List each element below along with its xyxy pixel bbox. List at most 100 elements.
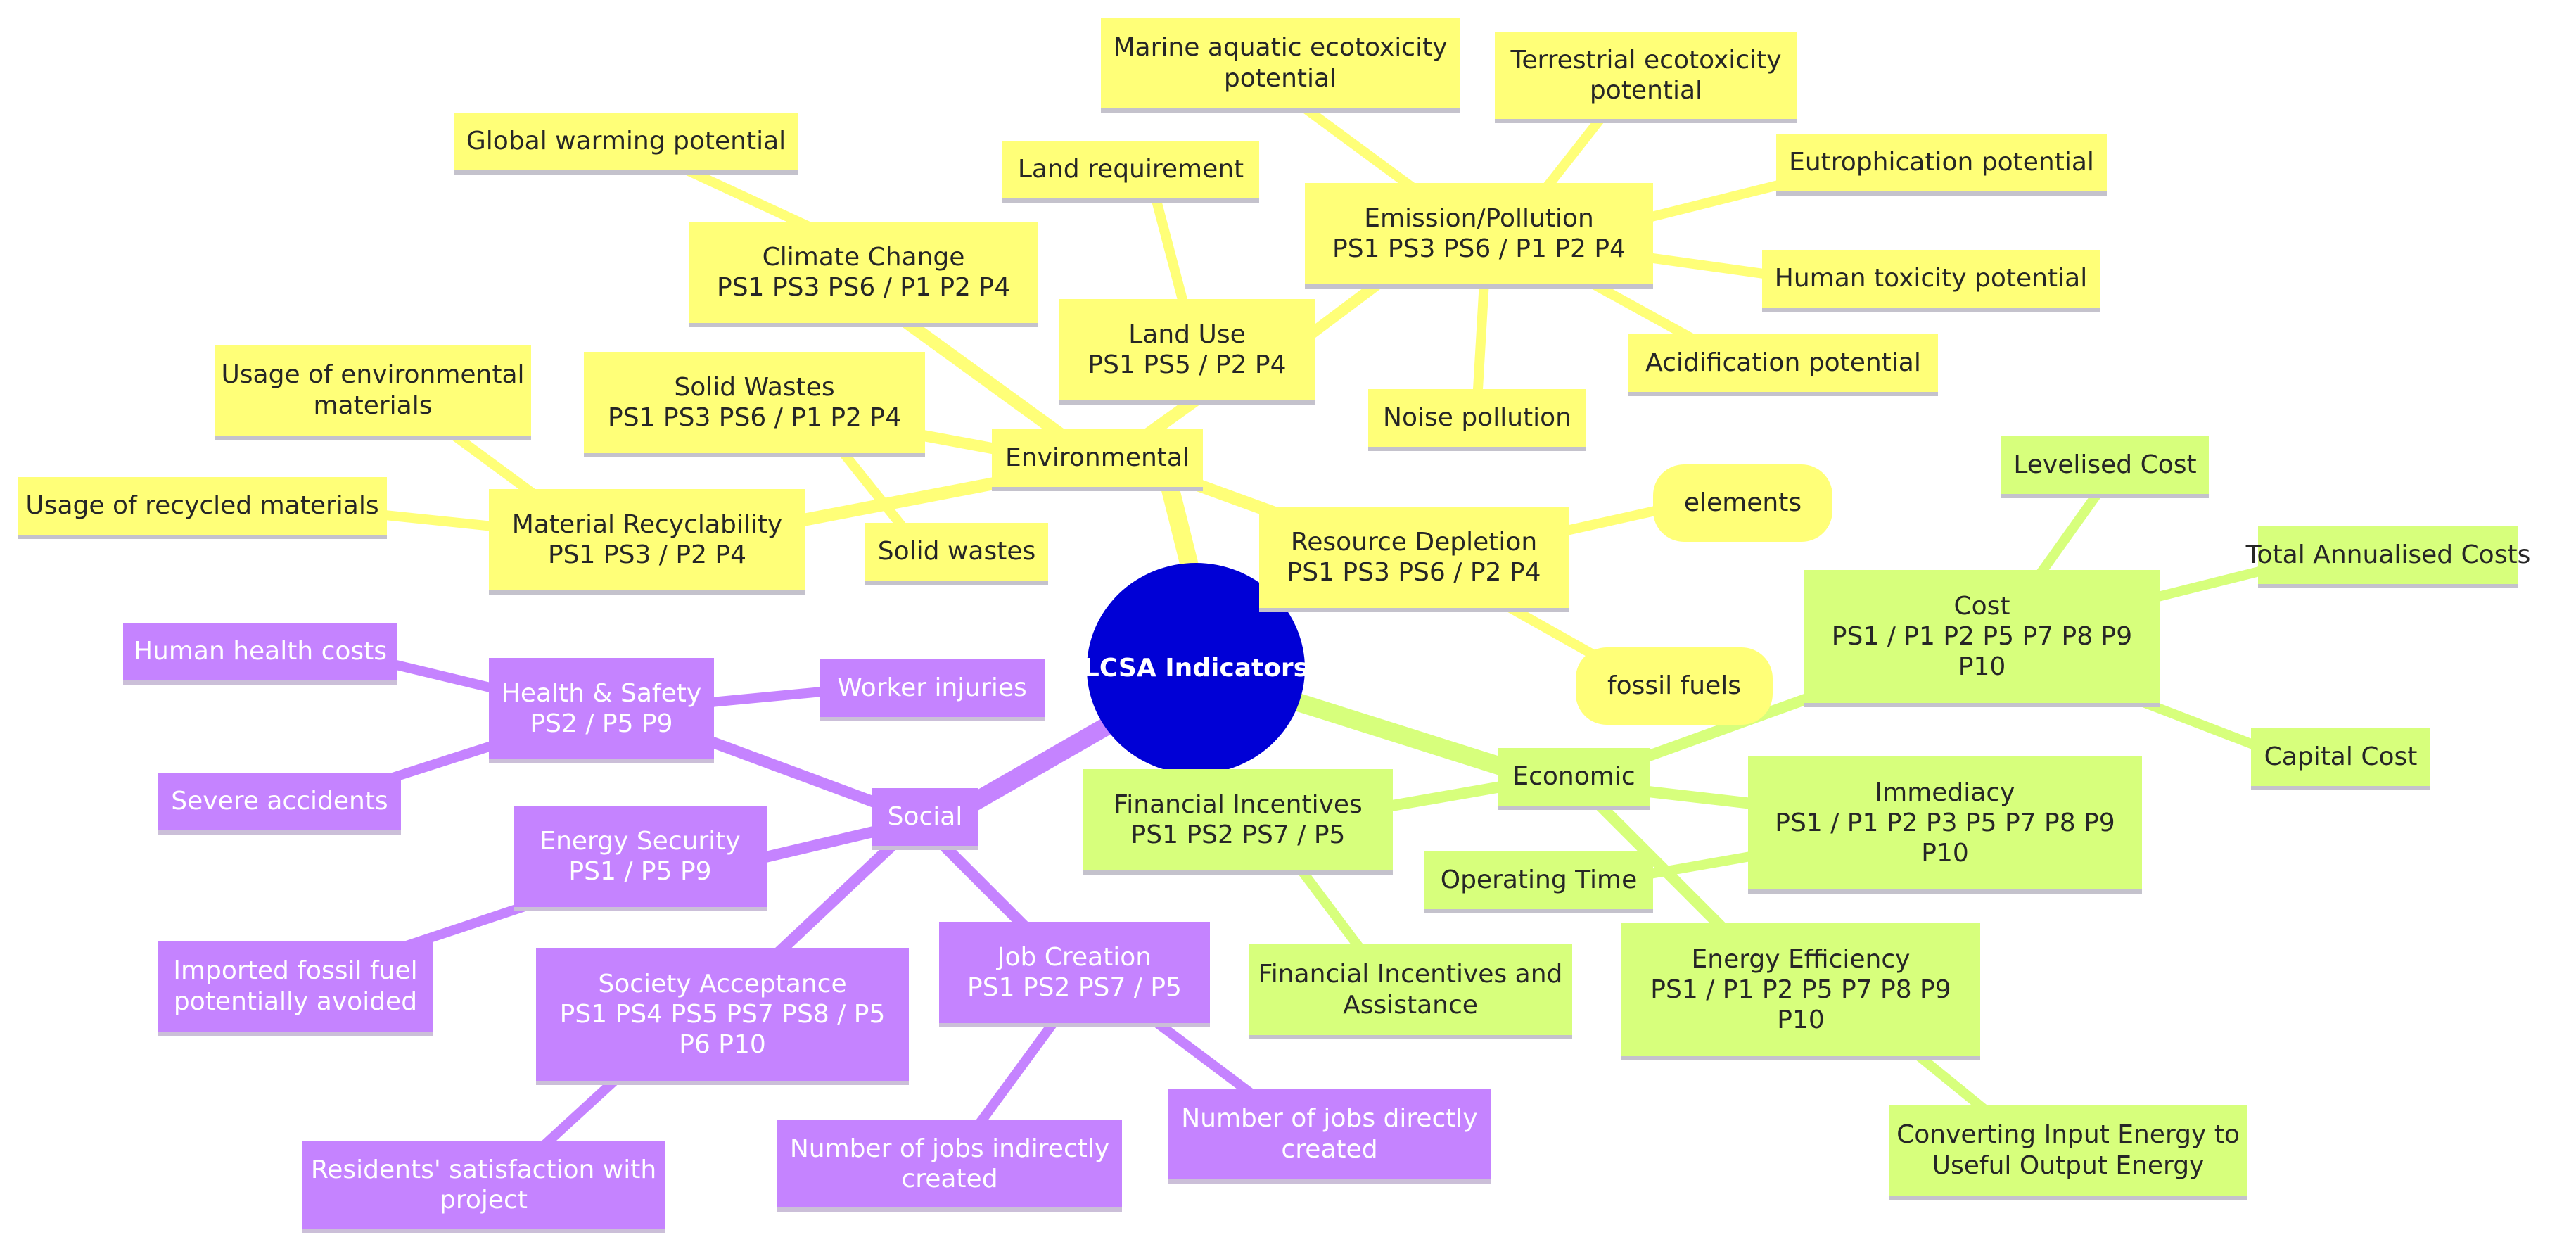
residents-line-2: project [440,1186,528,1215]
usage-recycled-leaf[interactable]: Usage of recycled materials [18,477,387,539]
environmental-node[interactable]: Environmental [992,429,1203,491]
converting-line-2: Useful Output Energy [1932,1150,2205,1180]
job-creation-codes: PS1 PS2 PS7 / P5 [967,973,1182,1002]
society-acceptance-codes-1: PS1 PS4 PS5 PS7 PS8 / P5 [559,999,886,1029]
energy-security-node[interactable]: Energy Security PS1 / P5 P9 [514,806,767,911]
job-creation-node[interactable]: Job Creation PS1 PS2 PS7 / P5 [939,922,1210,1027]
fossil-fuels-leaf[interactable]: fossil fuels [1576,647,1773,725]
terrestrial-ecotoxicity-leaf[interactable]: Terrestrial ecotoxicity potential [1495,32,1797,123]
society-acceptance-codes-2: P6 P10 [679,1030,766,1060]
society-acceptance-title: Society Acceptance [598,969,847,998]
residents-line-1: Residents' satisfaction with [310,1155,657,1184]
resource-depletion-title: Resource Depletion [1290,527,1538,557]
global-warming-leaf[interactable]: Global warming potential [454,113,798,175]
energy-security-title: Energy Security [540,826,741,856]
eutrophication-leaf[interactable]: Eutrophication potential [1776,134,2107,196]
land-requirement-leaf[interactable]: Land requirement [1002,141,1259,203]
cost-codes-1: PS1 / P1 P2 P5 P7 P8 P9 [1831,621,2133,651]
edge-jobcreation-indirect [974,1017,1059,1129]
total-annualised-label: Total Annualised Costs [2245,540,2531,570]
converting-energy-leaf[interactable]: Converting Input Energy to Useful Output… [1889,1105,2247,1200]
solid-wastes-leaf[interactable]: Solid wastes [865,523,1048,585]
material-recyclability-codes: PS1 PS3 / P2 P4 [547,540,747,569]
energy-efficiency-node[interactable]: Energy Efficiency PS1 / P1 P2 P5 P7 P8 P… [1621,923,1980,1060]
emission-pollution-node[interactable]: Emission/Pollution PS1 PS3 PS6 / P1 P2 P… [1305,183,1653,289]
health-safety-node[interactable]: Health & Safety PS2 / P5 P9 [489,658,714,763]
human-health-label: Human health costs [133,637,388,666]
resource-depletion-codes: PS1 PS3 PS6 / P2 P4 [1287,558,1541,587]
acidification-leaf[interactable]: Acidification potential [1628,334,1938,396]
land-use-codes: PS1 PS5 / P2 P4 [1088,350,1287,379]
immediacy-node[interactable]: Immediacy PS1 / P1 P2 P3 P5 P7 P8 P9 P10 [1748,756,2142,894]
environmental-label: Environmental [1005,443,1190,473]
financial-assistance-leaf[interactable]: Financial Incentives and Assistance [1249,944,1572,1039]
severe-accidents-label: Severe accidents [171,787,388,816]
usage-environmental-line-1: Usage of environmental [221,360,525,390]
human-health-costs-leaf[interactable]: Human health costs [123,623,397,685]
noise-pollution-leaf[interactable]: Noise pollution [1368,389,1586,451]
fossil-fuels-label: fossil fuels [1607,671,1742,701]
marine-line-1: Marine aquatic ecotoxicity [1113,33,1448,63]
financial-assistance-line-2: Assistance [1343,990,1478,1020]
operating-time-label: Operating Time [1440,866,1638,895]
jobs-indirect-line-2: created [901,1165,998,1193]
global-warming-label: Global warming potential [466,127,786,156]
social-node[interactable]: Social [872,788,978,850]
energy-efficiency-title: Energy Efficiency [1691,944,1911,974]
land-requirement-label: Land requirement [1017,155,1244,184]
imported-fossil-line-2: potentially avoided [173,987,418,1016]
worker-injuries-leaf[interactable]: Worker injuries [820,659,1045,721]
land-use-node[interactable]: Land Use PS1 PS5 / P2 P4 [1059,299,1315,405]
imported-fossil-line-1: Imported fossil fuel [173,956,418,986]
energy-security-codes: PS1 / P5 P9 [568,857,712,886]
economic-label: Economic [1512,762,1635,792]
climate-change-node[interactable]: Climate Change PS1 PS3 PS6 / P1 P2 P4 [689,222,1038,327]
severe-accidents-leaf[interactable]: Severe accidents [158,773,401,835]
terrestrial-line-1: Terrestrial ecotoxicity [1510,45,1782,75]
jobs-direct-line-2: created [1281,1134,1378,1164]
edge-acceptance-residents [531,1072,623,1158]
material-recyclability-title: Material Recyclability [511,509,783,539]
solid-wastes-title: Solid Wastes [674,372,835,402]
eutrophication-label: Eutrophication potential [1789,148,2094,177]
operating-time-leaf[interactable]: Operating Time [1424,851,1653,913]
social-label: Social [887,802,963,832]
jobs-direct-line-1: Number of jobs directly [1181,1104,1478,1134]
marine-line-2: potential [1223,63,1337,93]
marine-ecotoxicity-leaf[interactable]: Marine aquatic ecotoxicity potential [1101,18,1460,113]
material-recyclability-node[interactable]: Material Recyclability PS1 PS3 / P2 P4 [489,489,805,595]
jobs-direct-leaf[interactable]: Number of jobs directly created [1168,1089,1491,1184]
worker-injuries-label: Worker injuries [837,673,1027,703]
total-annualised-leaf[interactable]: Total Annualised Costs [2246,526,2530,588]
capital-label: Capital Cost [2264,742,2418,772]
jobs-indirect-leaf[interactable]: Number of jobs indirectly created [777,1120,1122,1212]
cost-node[interactable]: Cost PS1 / P1 P2 P5 P7 P8 P9 P10 [1804,570,2160,707]
imported-fossil-leaf[interactable]: Imported fossil fuel potentially avoided [158,941,433,1036]
emission-title: Emission/Pollution [1364,203,1594,233]
solid-wastes-leaf-label: Solid wastes [877,537,1036,566]
resource-depletion-node[interactable]: Resource Depletion PS1 PS3 PS6 / P2 P4 [1259,507,1569,612]
society-acceptance-node[interactable]: Society Acceptance PS1 PS4 PS5 PS7 PS8 /… [536,948,909,1085]
financial-assistance-line-1: Financial Incentives and [1258,960,1563,989]
edge-social-healthsafety [701,733,895,815]
levelised-label: Levelised Cost [2013,450,2197,480]
residents-satisfaction-leaf[interactable]: Residents' satisfaction with project [302,1141,665,1233]
converting-line-1: Converting Input Energy to [1896,1120,2240,1150]
solid-wastes-node[interactable]: Solid Wastes PS1 PS3 PS6 / P1 P2 P4 [584,352,925,457]
energy-efficiency-codes-2: P10 [1777,1006,1825,1035]
edge-social-jobcreation [938,840,1031,933]
human-toxicity-leaf[interactable]: Human toxicity potential [1762,250,2100,312]
jobs-indirect-line-1: Number of jobs indirectly [789,1134,1110,1163]
elements-leaf[interactable]: elements [1653,464,1832,542]
edge-cost-levelised [2029,482,2108,588]
edge-social-energysecurity [758,825,881,864]
usage-environmental-leaf[interactable]: Usage of environmental materials [215,345,531,440]
capital-cost-leaf[interactable]: Capital Cost [2251,728,2430,790]
levelised-cost-leaf[interactable]: Levelised Cost [2001,436,2209,498]
health-safety-title: Health & Safety [501,678,702,708]
job-creation-title: Job Creation [997,942,1152,972]
economic-node[interactable]: Economic [1498,748,1650,810]
health-safety-codes: PS2 / P5 P9 [530,709,673,738]
financial-incentives-node[interactable]: Financial Incentives PS1 PS2 PS7 / P5 [1083,769,1393,875]
land-use-title: Land Use [1128,319,1246,349]
